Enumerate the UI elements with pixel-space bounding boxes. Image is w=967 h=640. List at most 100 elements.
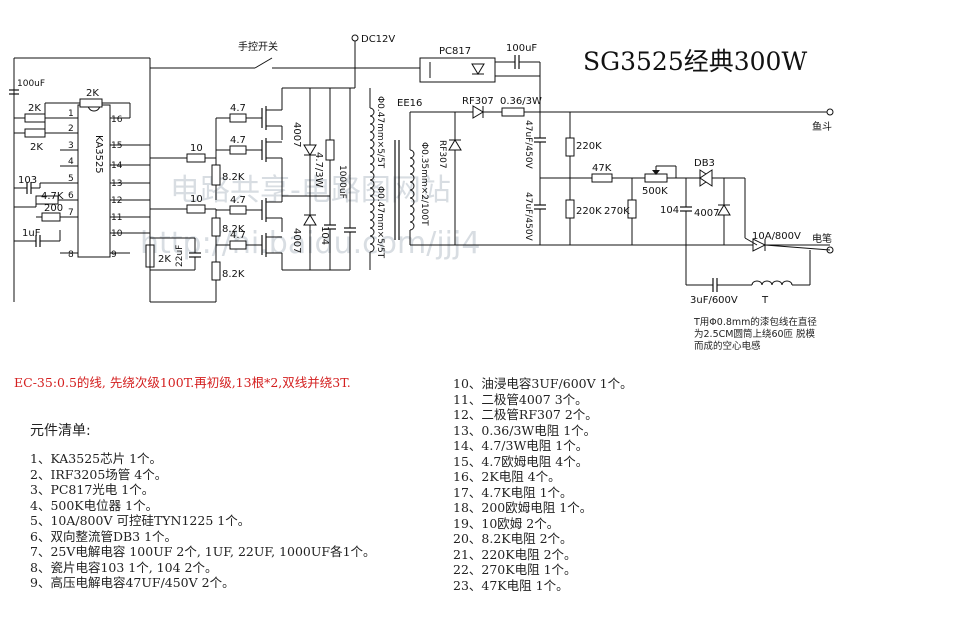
capacitor-1uf: 1uF <box>14 228 61 247</box>
bom-item: 17、4.7K电阻 1个。 <box>453 484 573 500</box>
pin-15: 15 <box>111 141 122 151</box>
capacitor-3uf-600v: 3uF/600V <box>685 245 752 306</box>
bom-item: 12、二极管RF307 2个。 <box>453 407 598 422</box>
bom-item: 14、4.7/3W电阻 1个。 <box>453 438 589 453</box>
capacitor-47uf-b: 47uF/450V <box>523 192 546 245</box>
resistor-47k-label: 47K <box>592 163 612 174</box>
bom-item: 6、双向整流管DB3 1个。 <box>30 528 178 544</box>
inductor-note-line: 而成的空心电感 <box>694 341 761 352</box>
diode-4007-b-label: 4007 <box>291 228 302 253</box>
resistor-4-7-3w: 4.7/3W <box>313 88 335 196</box>
mosfet-q4 <box>261 233 283 270</box>
capacitor-104-snubber: 104 <box>319 196 336 270</box>
resistor-4-7-4: 4.7 <box>216 230 262 250</box>
resistor-10-b-label: 10 <box>190 194 203 205</box>
bom-item: 22、270K电阻 1个。 <box>453 562 577 577</box>
resistor-2k-b: 2K <box>14 128 60 153</box>
ic-pins-right: 16 15 14 13 12 11 10 9 <box>110 115 150 260</box>
pin-11: 11 <box>111 213 122 223</box>
diode-rf307-a-label: RF307 <box>437 140 447 169</box>
capacitor-47uf-a-label: 47uF/450V <box>523 120 533 170</box>
pin-3: 3 <box>68 141 74 151</box>
resistor-2k-bottom-label: 2K <box>158 254 171 265</box>
capacitor-100uf-left-label: 100uF <box>17 79 45 89</box>
pin-7: 7 <box>68 208 74 218</box>
resistor-4k7: 4.7K <box>14 191 64 208</box>
ic-label: KA3525 <box>93 135 104 174</box>
scr-10a-800v: 10A/800V <box>744 178 801 252</box>
diode-rf307-a: RF307 <box>437 112 462 245</box>
capacitor-100uf-left: 100uF <box>9 79 45 95</box>
capacitor-103: 103 <box>14 175 60 194</box>
resistor-2k-top-label: 2K <box>86 88 99 99</box>
resistor-47k: 47K <box>570 163 632 183</box>
bom-item: 1、KA3525芯片 1个。 <box>30 451 163 466</box>
resistor-8k2-b: 8.2K <box>211 217 245 237</box>
resistor-4-7-3-label: 4.7 <box>230 195 246 206</box>
diode-rf307-b-label: RF307 <box>462 96 494 107</box>
bom-item: 16、2K电阻 4个。 <box>453 469 561 484</box>
inductor-note: T用Φ0.8mm的漆包线在直径 为2.5CM圆筒上绕60匝 脱模 而成的空心电感 <box>694 317 844 353</box>
capacitor-22uf: 22uF <box>150 237 201 271</box>
bom-item: 8、瓷片电容103 1个, 104 2个。 <box>30 559 218 575</box>
resistor-4-7-1-label: 4.7 <box>230 103 246 114</box>
capacitor-1uf-label: 1uF <box>22 228 41 239</box>
capacitor-opto-label: 100uF <box>506 43 537 54</box>
pin-5: 5 <box>68 174 74 184</box>
core-label: EE16 <box>397 98 422 109</box>
winding-note: EC-35:0.5的线, 先绕次级100T.再初级,13根*2,双线并绕3T. <box>14 375 351 390</box>
resistor-10-a: 10 <box>150 143 216 163</box>
pin-4: 4 <box>68 157 74 167</box>
bom-list-left: 1、KA3525芯片 1个。 2、IRF3205场管 4个。 3、PC817光电… <box>30 451 376 591</box>
mosfet-q3 <box>261 196 283 232</box>
resistor-270k: 270K <box>604 178 637 245</box>
potentiometer-500k: 500K <box>632 165 686 197</box>
capacitor-104-trigger: 104 <box>660 178 692 245</box>
primary-a-label: Φ0.47mm×5/5T <box>375 96 385 169</box>
resistor-2k-a-label: 2K <box>28 103 41 114</box>
bom-item: 18、200欧姆电阻 1个。 <box>453 500 593 515</box>
optocoupler-label: PC817 <box>439 46 471 57</box>
capacitor-22uf-label: 22uF <box>175 245 185 267</box>
bom-item: 5、10A/800V 可控硅TYN1225 1个。 <box>30 513 251 528</box>
pin-14: 14 <box>111 161 123 171</box>
bom-item: 7、25V电解电容 100UF 2个, 1UF, 22UF, 1000UF各1个… <box>30 544 376 559</box>
hv-section: RF307 RF307 0.36/3W 鱼斗 47uF/450V <box>437 96 834 306</box>
secondary-label: Φ0.35mm×2/100T <box>419 142 429 226</box>
primary-b-label: Φ0.47mm×5/5T <box>375 186 385 259</box>
resistor-8k2-a: 8.2K <box>211 164 245 186</box>
capacitor-3uf-label: 3uF/600V <box>690 295 738 306</box>
bom-item: 4、500K电位器 1个。 <box>30 497 159 513</box>
pin-12: 12 <box>111 196 122 206</box>
potentiometer-500k-label: 500K <box>642 186 668 197</box>
capacitor-47uf-a: 47uF/450V <box>523 112 546 205</box>
capacitor-103-label: 103 <box>18 175 37 186</box>
inductor-t: T <box>751 244 831 306</box>
pin-9: 9 <box>111 250 117 260</box>
capacitor-47uf-b-label: 47uF/450V <box>523 192 533 242</box>
bom-title: 元件清单: <box>30 423 91 439</box>
gate-drive: 10 10 4.7 4.7 4.7 <box>150 87 356 303</box>
capacitor-104-snubber-label: 104 <box>319 226 330 245</box>
resistor-2k-b-label: 2K <box>30 142 43 153</box>
bom-item: 9、高压电解电容47UF/450V 2个。 <box>30 575 235 590</box>
ic-pins-left: 1 2 3 4 5 6 7 8 <box>60 109 78 260</box>
pin-2: 2 <box>68 124 74 134</box>
pin-1: 1 <box>68 109 74 119</box>
resistor-4-7-4-label: 4.7 <box>230 230 246 241</box>
switch-label: 手控开关 <box>238 40 278 53</box>
resistor-8k2-a-label: 8.2K <box>222 172 245 183</box>
output-terminal-a <box>826 108 834 116</box>
ic-ka3525: KA3525 <box>77 104 111 258</box>
bom-item: 3、PC817光电 1个。 <box>30 482 155 497</box>
diode-rf307-b: RF307 <box>455 96 502 119</box>
resistor-220k-a-label: 220K <box>576 141 602 152</box>
pin-6: 6 <box>68 191 74 201</box>
pin-16: 16 <box>111 115 123 125</box>
resistor-2k-a: 2K <box>14 103 60 123</box>
primary-winding: Φ0.47mm×5/5T Φ0.47mm×5/5T <box>369 88 385 270</box>
pin-13: 13 <box>111 179 122 189</box>
bom-item: 23、47K电阻 1个。 <box>453 577 569 593</box>
resistor-220k-a: 220K <box>565 112 602 200</box>
